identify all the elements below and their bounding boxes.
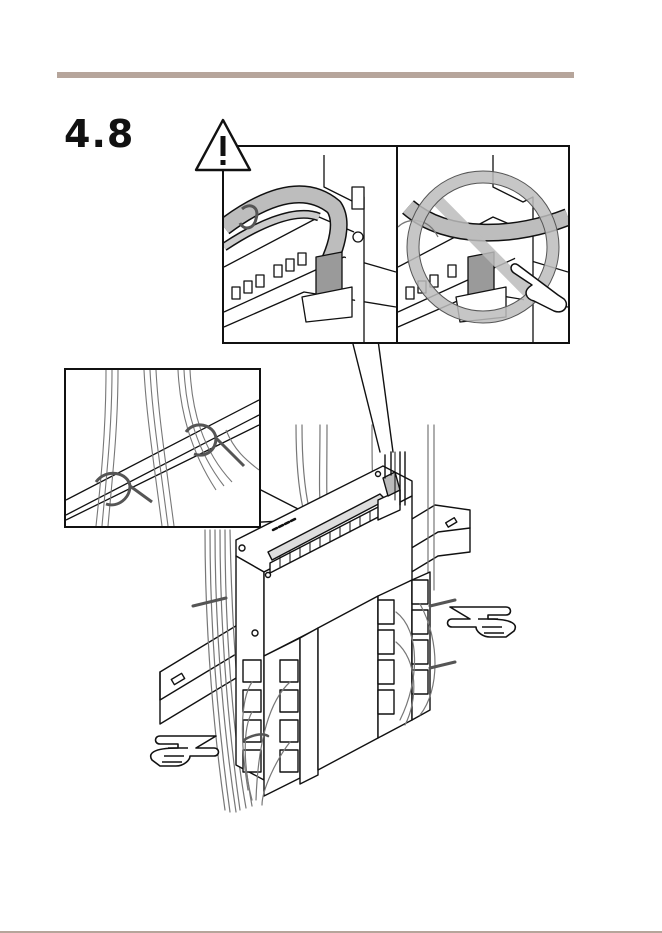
callout-line-left (352, 340, 380, 452)
pointing-hand-icon (151, 736, 219, 766)
controller-body (236, 466, 430, 796)
panel-cable-routing-incorrect (396, 145, 570, 344)
panel-cable-tie-detail (64, 368, 261, 528)
pointing-hand-icon (448, 607, 516, 637)
warning-triangle-icon (192, 116, 254, 176)
callout-line-tie-top (257, 488, 300, 510)
callout-line-right (378, 340, 393, 452)
